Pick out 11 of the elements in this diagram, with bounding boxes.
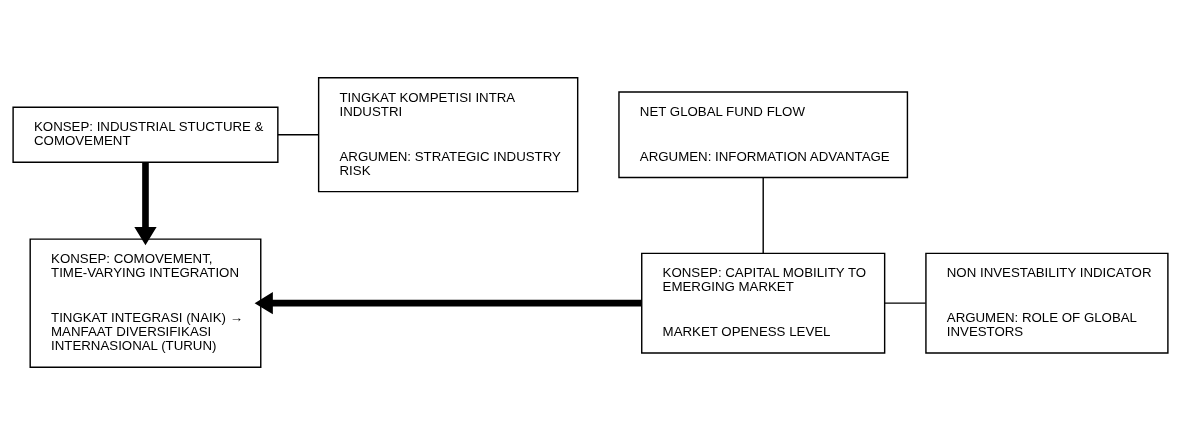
connector [277, 133, 320, 135]
node-box: KONSEP: CAPITAL MOBILITY TO EMERGING MARKET MARKET OPENESS LEVEL [641, 252, 886, 354]
node-box: TINGKAT KOMPETISI INTRA INDUSTRI ARGUMEN: STRATEGIC INDUSTRY RISK [317, 76, 579, 192]
arrow [254, 291, 642, 314]
node-box: KONSEP: INDUSTRIAL STUCTURE & COMOVEMENT [12, 106, 279, 163]
node-box: KONSEP: COMOVEMENT, TIME-VARYING INTEGRATION TINGKAT INTEGRASI (NAIK) → MANFAAT DIVERSIFIKASI INTERNASIONAL (TURUN) [29, 237, 262, 368]
connector [884, 301, 927, 304]
connector [762, 176, 764, 254]
arrow [134, 161, 157, 245]
node-box: NET GLOBAL FUND FLOW ARGUMEN: INFORMATION ADVANTAGE [618, 90, 909, 178]
node-box: NON INVESTABILITY INDICATOR ARGUMEN: ROLE OF GLOBAL INVESTORS [925, 252, 1169, 354]
